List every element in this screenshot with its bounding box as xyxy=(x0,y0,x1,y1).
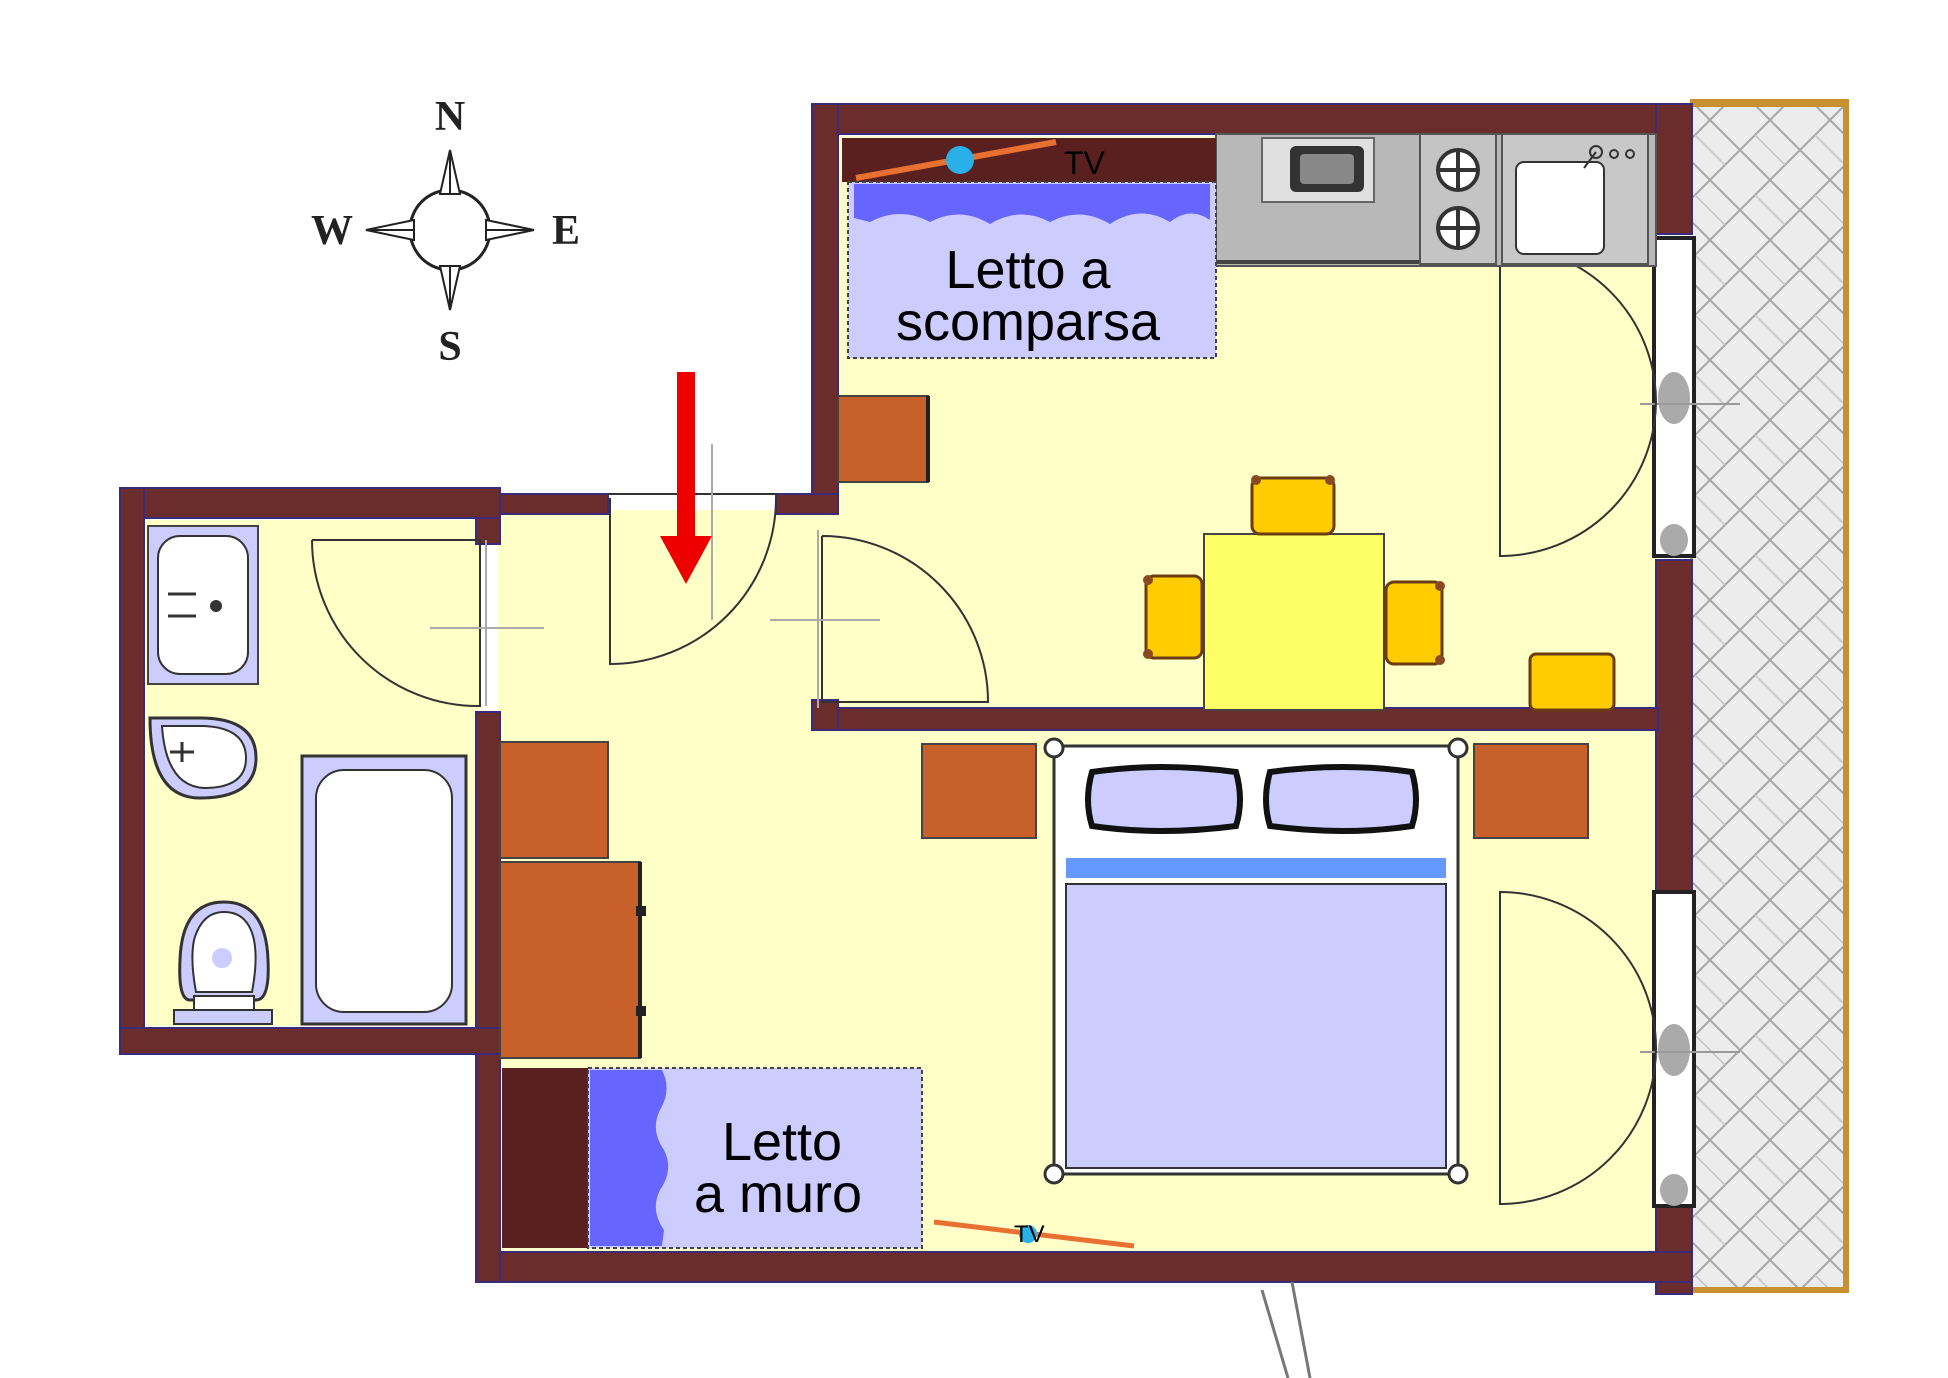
compass-west: W xyxy=(311,208,353,254)
tv-bedroom: TV xyxy=(933,1219,1135,1249)
entrance-arrow-icon xyxy=(660,372,712,584)
tv-bedroom-label: TV xyxy=(1014,1221,1045,1248)
microwave-icon xyxy=(1261,137,1375,203)
bidet-icon xyxy=(148,716,258,800)
compass-east: E xyxy=(552,208,580,254)
kitchen-counter xyxy=(1215,133,1657,267)
compass-north: N xyxy=(435,94,465,140)
main-room-furniture xyxy=(837,395,1616,712)
tv-kitchen: TV xyxy=(855,139,1106,181)
bedroom-furniture xyxy=(499,737,1589,1185)
murphy-bed-bottom: Letto a muro xyxy=(502,1067,923,1249)
sink-icon xyxy=(147,525,259,685)
murphy-bed-top-label-line1: Letto a xyxy=(945,240,1111,300)
interior-doors xyxy=(311,444,1312,1378)
compass-south: S xyxy=(438,324,461,370)
bathtub-icon xyxy=(300,754,468,1026)
balcony xyxy=(1690,99,1849,1293)
murphy-bed-top-label-line2: scomparsa xyxy=(896,292,1161,352)
east-windows xyxy=(1499,236,1740,1208)
murphy-bed-bottom-label-line2: a muro xyxy=(694,1164,862,1224)
walls xyxy=(119,103,1693,1295)
murphy-bed-bottom-label-line1: Letto xyxy=(722,1112,842,1172)
tv-kitchen-label: TV xyxy=(1064,145,1106,181)
sink-icon xyxy=(1501,133,1649,265)
stove-icon xyxy=(1419,133,1497,265)
bathroom-fixtures xyxy=(147,525,468,1026)
compass-rose-icon: N S E W xyxy=(311,94,580,370)
toilet-icon xyxy=(173,900,273,1025)
